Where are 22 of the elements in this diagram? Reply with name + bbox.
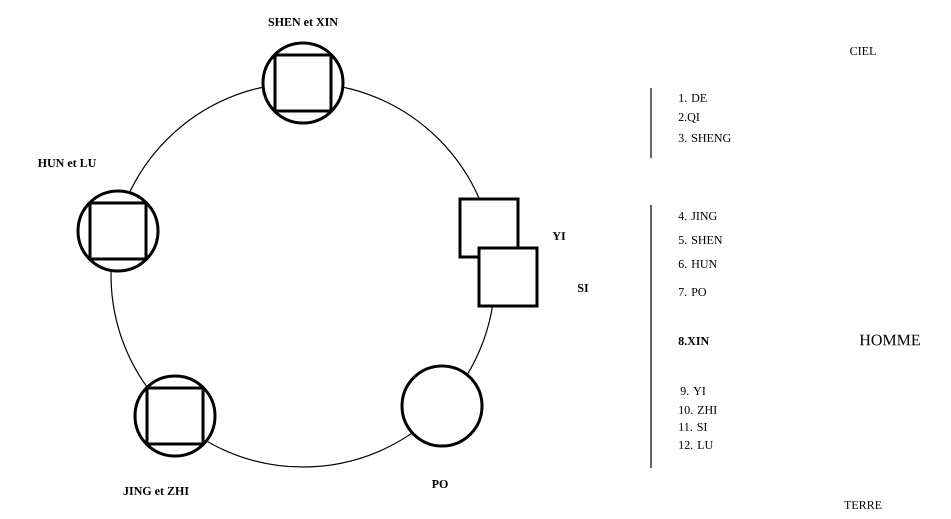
list-label: 2.QI (678, 113, 700, 123)
list-label: CIEL (850, 46, 876, 56)
node-label: HUN et LU (38, 159, 96, 167)
list-label: HOMME (860, 334, 920, 346)
list-label: 1. DE (679, 94, 707, 102)
node-label: PO (432, 480, 448, 488)
list-label: TERRE (844, 501, 882, 509)
node-label: JING et ZHI (124, 486, 189, 496)
list-label: 10. ZHI (679, 406, 717, 414)
square-symbol (478, 246, 538, 308)
list-label: 6. HUN (678, 260, 717, 268)
list-label: YI (552, 232, 566, 240)
list-label: 12. LU (679, 440, 713, 450)
node-label: SHEN et XIN (268, 18, 338, 26)
list-label: SI (578, 284, 588, 292)
list-label: 4. JING (678, 212, 717, 220)
list-label: 5. SHEN (678, 236, 722, 244)
list-label: 9. YI (680, 386, 706, 396)
list-label: 11. SI (679, 422, 707, 432)
list-label: 8.XIN (678, 336, 710, 346)
list-label: 3. SHENG (678, 134, 731, 142)
list-label: 7. PO (678, 288, 706, 296)
